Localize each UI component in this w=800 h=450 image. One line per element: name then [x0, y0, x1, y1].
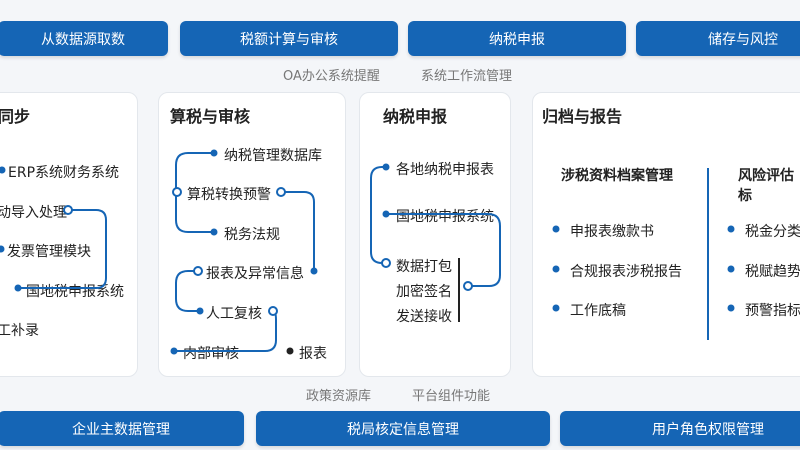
filing-item-encrypt-sign: 加密签名 [396, 284, 452, 300]
bottom-bar-user-role-permission[interactable]: 用户角色权限管理 [560, 411, 800, 446]
calc-item-report-exception: 报表及异常信息 [206, 266, 304, 282]
archive-col2-item-0: 税金分类 [745, 224, 800, 240]
card-filing [359, 92, 511, 377]
filing-item-send-receive: 发送接收 [396, 309, 452, 325]
sync-item-invoice: 发票管理模块 [7, 244, 91, 260]
card-sync-title: 同步 [0, 107, 31, 126]
top-bar-storage-risk[interactable]: 储存与风控 [636, 21, 800, 56]
card-archive [532, 92, 800, 377]
archive-col1-title: 涉税资料档案管理 [561, 168, 673, 184]
sync-item-auto-import: 动导入处理 [0, 205, 67, 221]
top-bar-tax-filing[interactable]: 纳税申报 [408, 21, 626, 56]
archive-col1-item-1: 合规报表涉税报告 [570, 264, 682, 280]
calc-item-manual-review: 人工复核 [206, 306, 262, 322]
sync-item-national-tax: 国地税申报系统 [26, 284, 124, 300]
top-bar-tax-calc-review[interactable]: 税额计算与审核 [180, 21, 398, 56]
archive-col2-item-2: 预警指标 [745, 303, 800, 319]
bottom-bar-enterprise-master-data[interactable]: 企业主数据管理 [0, 411, 244, 446]
card-archive-title: 归档与报告 [542, 107, 623, 126]
label-oa-reminder: OA办公系统提醒 [283, 69, 380, 84]
archive-col2-item-1: 税赋趋势 [745, 264, 800, 280]
label-platform-components: 平台组件功能 [412, 389, 491, 404]
calc-item-tax-db: 纳税管理数据库 [224, 148, 322, 164]
calc-item-convert-warning: 算税转换预警 [187, 187, 271, 203]
archive-col1-item-2: 工作底稿 [570, 303, 626, 319]
calc-item-internal-audit: 内部审核 [183, 346, 239, 362]
calc-item-tax-law: 税务法规 [224, 227, 280, 243]
archive-col2-title: 风险评估标 [738, 168, 794, 204]
sync-item-manual-entry: 工补录 [0, 323, 39, 339]
bottom-bar-tax-bureau-info[interactable]: 税局核定信息管理 [256, 411, 550, 446]
label-workflow-mgmt: 系统工作流管理 [421, 69, 513, 84]
card-calc-title: 算税与审核 [170, 107, 251, 126]
card-filing-title: 纳税申报 [383, 107, 448, 126]
label-policy-library: 政策资源库 [306, 389, 372, 404]
filing-item-packaging: 数据打包 [396, 259, 452, 275]
archive-col1-item-0: 申报表缴款书 [570, 224, 654, 240]
filing-item-national-system: 国地税申报系统 [396, 209, 494, 225]
filing-item-local-forms: 各地纳税申报表 [396, 162, 494, 178]
calc-item-report: 报表 [299, 346, 327, 362]
top-bar-fetch-data[interactable]: 从数据源取数 [0, 21, 168, 56]
sync-item-erp: ERP系统财务系统 [8, 165, 120, 181]
